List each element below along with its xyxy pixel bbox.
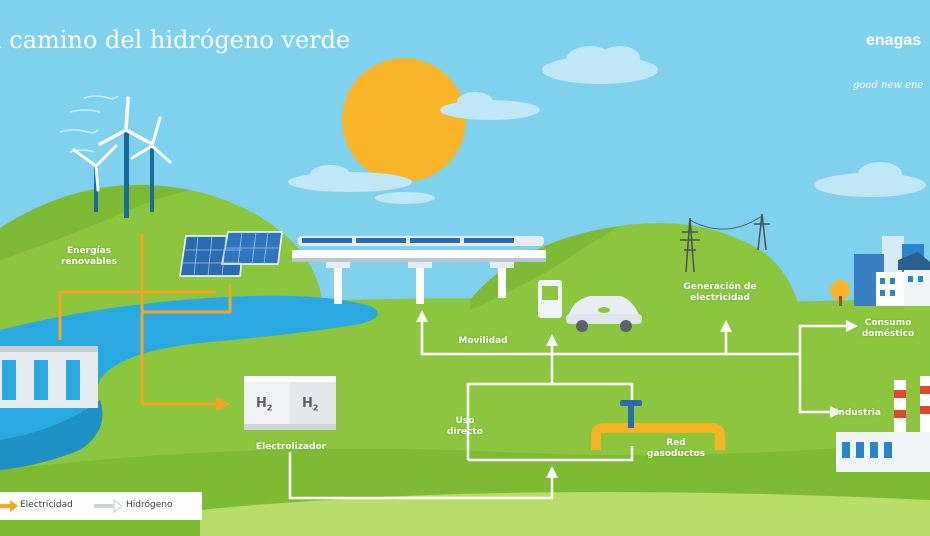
electricity-arrows	[58, 234, 232, 406]
legend-hydrogen: Hidrógeno	[126, 500, 173, 510]
city	[830, 236, 930, 306]
h2-symbol-right: H2	[302, 396, 319, 413]
electric-car	[566, 296, 642, 332]
legend-electricity: Electricidad	[20, 500, 73, 510]
hydrogen-arrows	[288, 322, 846, 500]
legend-keys	[0, 498, 123, 514]
label-mobility: Movilidad	[458, 336, 508, 346]
label-direct-use: Uso directo	[447, 416, 483, 437]
dam	[0, 346, 98, 408]
label-industry: Industria	[835, 408, 881, 418]
electrolyzer-boxes	[244, 376, 336, 430]
clouds	[288, 46, 926, 204]
hydrogen-arrowheads	[416, 310, 858, 478]
legend: Electricidad Hidrógeno	[0, 492, 202, 520]
river	[0, 295, 378, 462]
label-gas-network: Red gasoductos	[646, 438, 706, 459]
bridge	[292, 236, 546, 304]
label-renewables: Energías renovables	[60, 246, 118, 267]
factory	[836, 376, 930, 472]
power-towers	[680, 213, 770, 273]
gas-pipeline	[591, 400, 725, 450]
label-electrolyzer: Electrolizador	[255, 442, 327, 452]
sun	[342, 58, 466, 182]
solar-panels	[179, 231, 283, 277]
brand-tagline: good new ene	[853, 80, 924, 91]
h2-symbol-left: H2	[256, 396, 273, 413]
charging-station	[538, 280, 575, 318]
label-power-generation: Generación de electricidad	[683, 282, 757, 303]
wind-turbines	[72, 96, 172, 218]
page-title: l camino del hidrógeno verde	[0, 26, 351, 54]
brand-logo: enagas	[866, 32, 922, 49]
wind-lines	[59, 95, 119, 153]
label-domestic: Consumo doméstico	[861, 318, 915, 339]
electricity-arrowhead	[216, 397, 230, 411]
